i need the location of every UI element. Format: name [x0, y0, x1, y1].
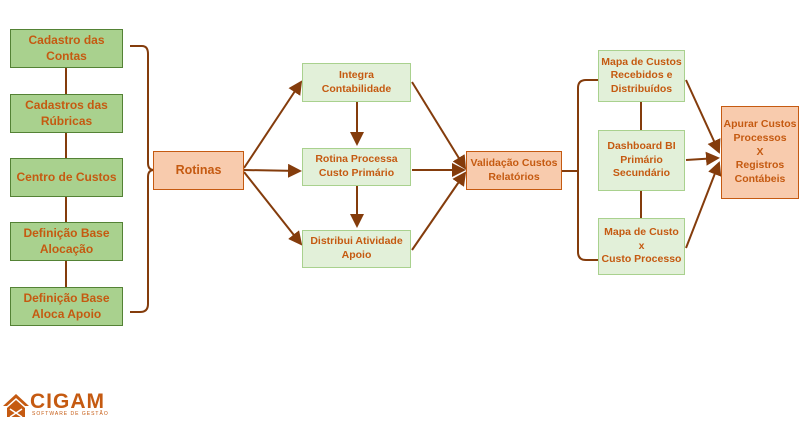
- node-mapa-custos-recebidos: Mapa de Custos Recebidos e Distribuídos: [598, 50, 685, 102]
- node-apurar-custos: Apurar Custos Processos X Registros Cont…: [721, 106, 799, 199]
- arrow-rotinas-to-integra: [243, 80, 303, 169]
- arrow-distribui-to-validacao: [411, 171, 467, 251]
- node-mapa-custo-processo: Mapa de Custo x Custo Processo: [598, 218, 685, 275]
- node-centro-custos: Centro de Custos: [10, 158, 123, 197]
- left-bracket: [130, 45, 155, 313]
- logo-wordmark: CIGAM: [30, 390, 105, 413]
- node-integra-contabilidade: Integra Contabilidade: [302, 63, 411, 102]
- node-cadastro-contas: Cadastro das Contas: [10, 29, 123, 68]
- node-rotinas: Rotinas: [153, 151, 244, 190]
- cigam-house-icon: [3, 394, 29, 418]
- arrow-dashboard-to-final: [685, 151, 720, 166]
- node-dashboard-bi: Dashboard BI Primário Secundário: [598, 130, 685, 191]
- arrow-rotinas-to-distribui: [243, 171, 303, 246]
- arrow-mapa-to-final: [685, 79, 721, 154]
- arrow-rotinas-to-rotina: [243, 163, 302, 178]
- arrow-mapacusto-to-final: [685, 161, 722, 249]
- cigam-logo: CIGAM SOFTWARE DE GESTÃO: [2, 390, 114, 419]
- node-cadastros-rubricas: Cadastros das Rúbricas: [10, 94, 123, 133]
- right-bracket: [577, 79, 598, 261]
- arrow-integra-to-validacao: [411, 81, 467, 170]
- node-rotina-processa: Rotina Processa Custo Primário: [302, 148, 411, 186]
- logo-tagline: SOFTWARE DE GESTÃO: [32, 411, 109, 417]
- node-definicao-base-alocacao: Definição Base Alocação: [10, 222, 123, 261]
- node-validacao-custos: Validação Custos Relatórios: [466, 151, 562, 190]
- node-definicao-base-aloca-apoio: Definição Base Aloca Apoio: [10, 287, 123, 326]
- node-distribui-atividade: Distribui Atividade Apoio: [302, 230, 411, 268]
